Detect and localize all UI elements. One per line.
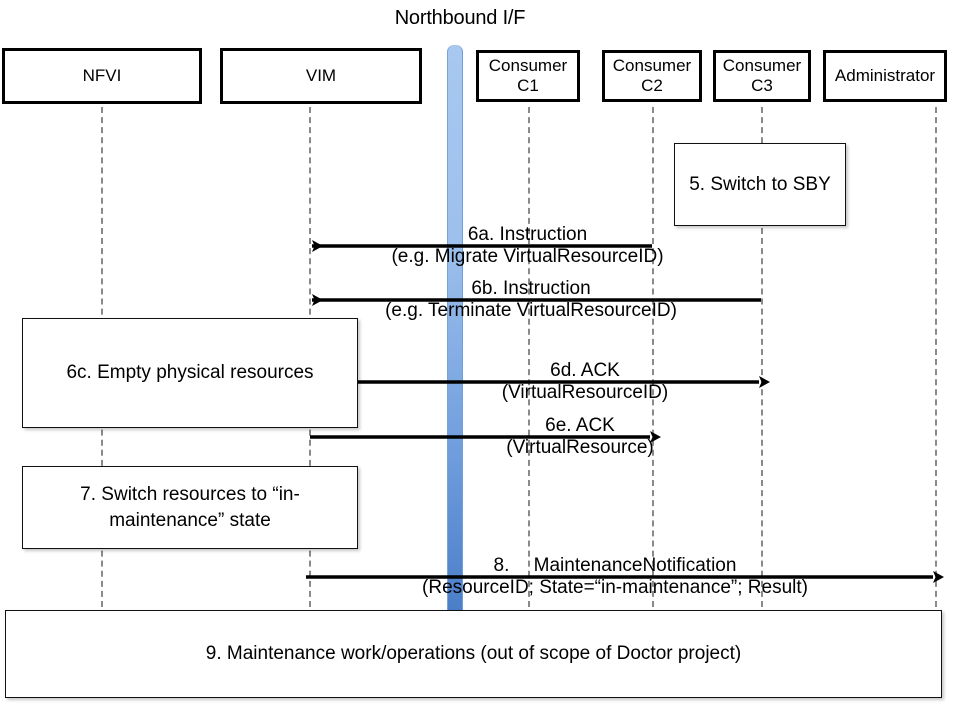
actor-box-consumer-c2[interactable]: Consumer C2 xyxy=(602,50,702,102)
message-label-6d-line1: 6d. ACK xyxy=(550,360,620,381)
actor-box-vim[interactable]: VIM xyxy=(220,48,422,104)
message-label-6a-line2: (e.g. Migrate VirtualResourceID) xyxy=(391,246,664,268)
note-box-step7-text: 7. Switch resources to “in-maintenance” … xyxy=(80,484,300,531)
actor-box-nfvi[interactable]: NFVI xyxy=(2,48,202,104)
northbound-interface-bar xyxy=(447,45,463,613)
message-label-6b-line1: 6b. Instruction xyxy=(471,278,591,299)
actor-label-administrator: Administrator xyxy=(834,65,936,85)
message-label-6d-line2: (VirtualResourceID) xyxy=(501,382,669,404)
actor-box-consumer-c1[interactable]: Consumer C1 xyxy=(476,50,580,102)
message-label-6e-line1: 6e. ACK xyxy=(545,415,615,436)
message-label-8-line2: (ResourceID; State=“in-maintenance”; Res… xyxy=(422,577,808,599)
note-box-step6c-text: 6c. Empty physical resources xyxy=(66,362,314,384)
actor-box-consumer-c3[interactable]: Consumer C3 xyxy=(713,50,811,102)
message-label-6a-line1: 6a. Instruction xyxy=(467,224,588,245)
note-box-step5[interactable]: 5. Switch to SBY xyxy=(674,143,846,226)
actor-label-vim: VIM xyxy=(305,65,337,85)
note-box-step9-text: 9. Maintenance work/operations (out of s… xyxy=(205,643,742,665)
actor-label-nfvi: NFVI xyxy=(82,65,122,85)
message-label-6b-line2: (e.g. Terminate VirtualResourceID) xyxy=(385,300,677,322)
actor-box-administrator[interactable]: Administrator xyxy=(823,50,947,102)
message-label-6a: 6a. Instruction (e.g. Migrate VirtualRes… xyxy=(355,224,700,269)
actor-label-consumer-c1: Consumer C1 xyxy=(488,55,568,95)
note-box-step5-text: 5. Switch to SBY xyxy=(689,173,831,195)
message-label-6d: 6d. ACK (VirtualResourceID) xyxy=(455,360,715,405)
message-label-8: 8. MaintenanceNotification (ResourceID; … xyxy=(380,555,850,600)
diagram-title: Northbound I/F xyxy=(394,7,526,29)
message-label-6e-line2: (VirtualResource) xyxy=(506,437,654,459)
lifeline-c1 xyxy=(528,107,530,607)
actor-label-consumer-c2: Consumer C2 xyxy=(612,55,692,95)
note-box-step7[interactable]: 7. Switch resources to “in-maintenance” … xyxy=(22,466,358,549)
message-label-8-line1: 8. MaintenanceNotification xyxy=(493,555,737,576)
lifeline-c2 xyxy=(652,107,654,607)
actor-label-consumer-c3: Consumer C3 xyxy=(722,55,802,95)
note-box-step9[interactable]: 9. Maintenance work/operations (out of s… xyxy=(5,610,942,698)
lifeline-c3 xyxy=(761,107,763,607)
message-label-6b: 6b. Instruction (e.g. Terminate VirtualR… xyxy=(355,278,707,323)
lifeline-admin xyxy=(935,107,937,607)
message-label-6e: 6e. ACK (VirtualResource) xyxy=(455,415,705,460)
note-box-step6c[interactable]: 6c. Empty physical resources xyxy=(22,318,358,428)
